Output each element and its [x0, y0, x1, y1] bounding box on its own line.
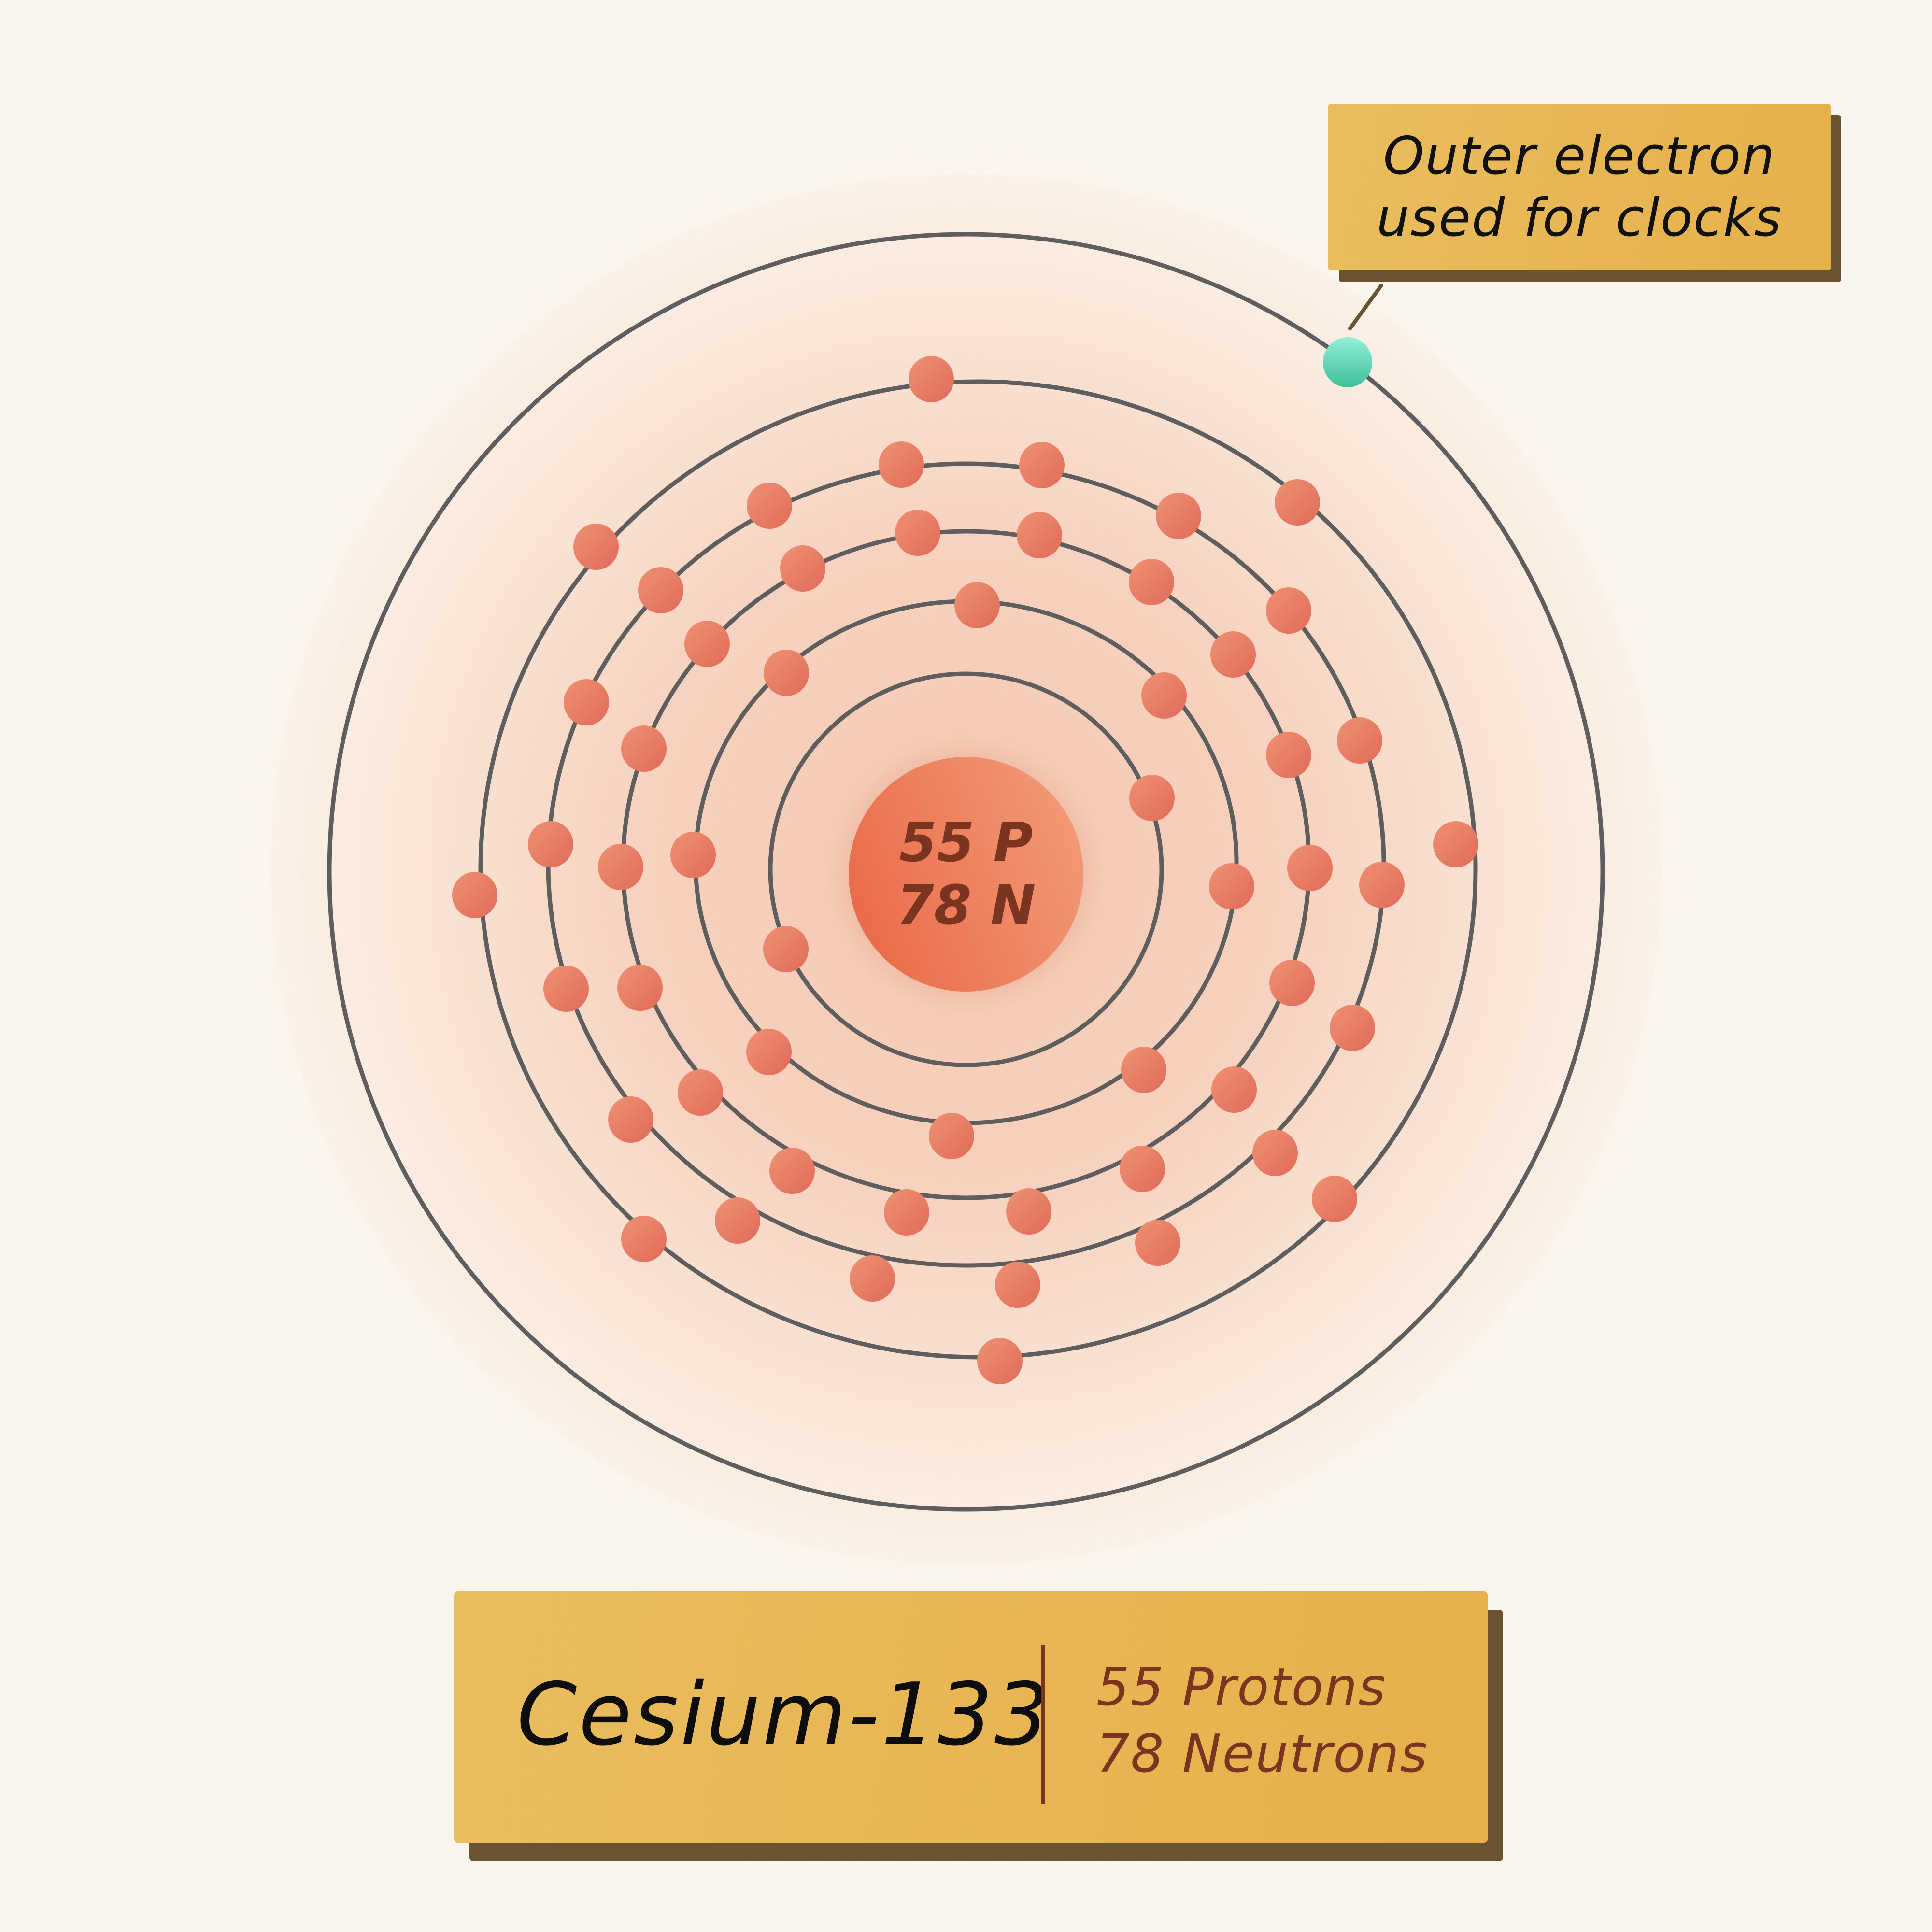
- electron: [1006, 1188, 1051, 1235]
- electron: [909, 356, 954, 402]
- electron: [528, 821, 573, 867]
- electron: [543, 966, 589, 1012]
- electron: [1129, 775, 1175, 821]
- nucleus-label: 55 P 78 N: [848, 756, 1084, 993]
- electron: [884, 1189, 929, 1236]
- electron: [895, 510, 940, 556]
- callout-line-1: Outer electron: [1383, 126, 1776, 186]
- orbit-6: [327, 232, 1605, 1512]
- electron: [684, 621, 730, 667]
- electron: [879, 441, 924, 488]
- electron: [1121, 1047, 1166, 1093]
- electron: [1017, 512, 1062, 558]
- electron: [621, 725, 667, 772]
- electron: [929, 1113, 974, 1159]
- protons-count: 55 Protons: [1096, 1657, 1387, 1718]
- neutrons-count: 78 Neutrons: [1096, 1724, 1428, 1784]
- electron: [670, 832, 716, 878]
- nucleus-protons: 55 P: [899, 811, 1033, 874]
- electron: [1211, 1066, 1257, 1113]
- electron: [1433, 821, 1478, 867]
- electron: [1156, 493, 1201, 539]
- electron: [1209, 863, 1254, 909]
- electron: [1135, 1220, 1180, 1266]
- electron: [850, 1255, 895, 1302]
- electron: [995, 1262, 1040, 1308]
- electron: [954, 582, 1000, 628]
- outer-electron-callout: Outer electron used for clocks: [1328, 104, 1831, 270]
- electron: [573, 524, 619, 570]
- isotope-label-panel: Cesium-133 55 Protons 78 Neutrons: [454, 1591, 1488, 1843]
- nucleus-neutrons: 78 N: [896, 874, 1036, 937]
- outer-electron: [1323, 337, 1372, 387]
- electron: [746, 1029, 792, 1075]
- isotope-title: Cesium-133: [517, 1664, 1051, 1764]
- electron: [617, 965, 663, 1011]
- electron: [769, 1148, 815, 1194]
- electron: [977, 1338, 1023, 1384]
- electrons: [452, 356, 1478, 1384]
- callout-line-2: used for clocks: [1376, 187, 1783, 248]
- electron: [747, 483, 792, 529]
- electron: [564, 679, 609, 725]
- electron: [1266, 732, 1311, 778]
- electron: [780, 545, 825, 592]
- electron: [715, 1197, 760, 1244]
- electron: [763, 926, 809, 972]
- electron: [1129, 559, 1174, 605]
- electron: [1266, 587, 1311, 634]
- orbit-1: [768, 671, 1164, 1067]
- electron: [621, 1216, 667, 1262]
- electron: [608, 1096, 653, 1143]
- electron: [678, 1069, 723, 1116]
- electron: [638, 567, 683, 613]
- electron: [1337, 717, 1382, 764]
- electron: [1252, 1130, 1298, 1176]
- electron: [1312, 1176, 1357, 1222]
- electron: [1141, 672, 1187, 719]
- electron: [1287, 845, 1333, 891]
- electron: [1269, 960, 1315, 1006]
- electron: [452, 872, 497, 918]
- electron: [1359, 862, 1405, 908]
- electron: [598, 844, 643, 890]
- electron: [1210, 631, 1256, 678]
- electron: [764, 650, 809, 696]
- electron: [1019, 442, 1065, 488]
- nucleus: [849, 757, 1083, 992]
- electron: [1330, 1005, 1375, 1051]
- isotope-stats: 55 Protons 78 Neutrons: [1096, 1654, 1428, 1788]
- electron: [1120, 1146, 1165, 1192]
- panel-divider: [1041, 1645, 1045, 1804]
- electron: [1275, 479, 1320, 526]
